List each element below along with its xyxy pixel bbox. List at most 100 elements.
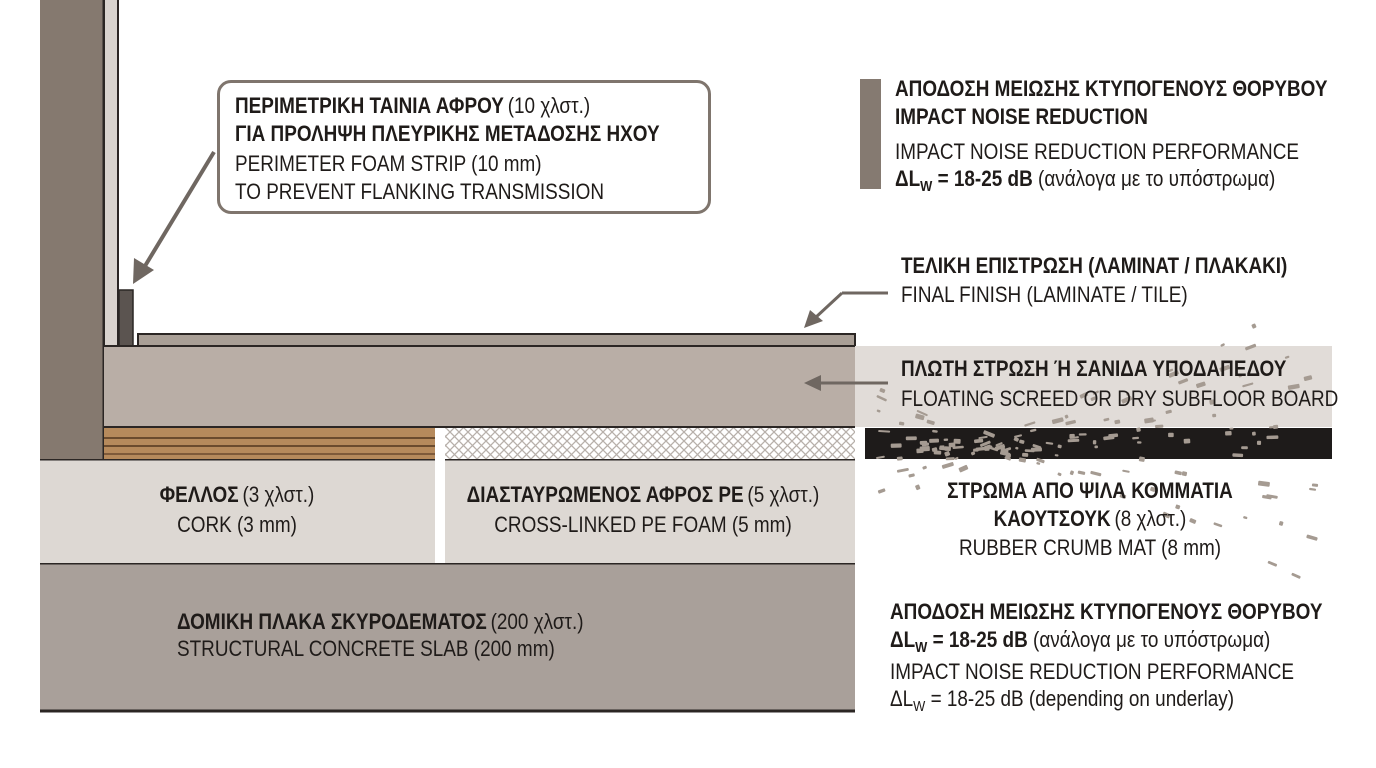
rubber-crumb-speck xyxy=(1144,417,1154,423)
rubber-crumb-speck xyxy=(1196,381,1206,388)
concrete-el-unit: (200 χλστ.) xyxy=(490,609,584,634)
rubber-crumb-speck xyxy=(1168,370,1179,378)
rubber-crumb-speck xyxy=(1004,456,1011,461)
rubber-crumb-speck xyxy=(971,451,976,455)
rubber-crumb-speck xyxy=(1126,392,1130,396)
performance-top-value-sub: W xyxy=(920,178,933,196)
rubber-crumb-speck xyxy=(876,456,885,460)
rubber-crumb-speck xyxy=(1015,447,1019,450)
concrete-slab xyxy=(40,563,855,711)
rubber-crumb-speck xyxy=(876,395,887,402)
rubber-crumb-speck xyxy=(1001,448,1006,453)
rubber-crumb-speck xyxy=(1162,511,1171,518)
rubber-crumb-speck xyxy=(946,457,955,460)
performance-bottom-en-value-sub: W xyxy=(913,698,926,716)
rubber-crumb-speck xyxy=(1189,518,1197,524)
rubber-crumb-speck xyxy=(1068,439,1080,443)
rubber-crumb-speck xyxy=(878,430,890,433)
rubber-crumb-speck xyxy=(1019,457,1027,462)
rubber-crumb-speck xyxy=(1175,504,1180,509)
rubber-crumb-speck xyxy=(1030,429,1037,433)
rubber-crumb-speck xyxy=(1212,414,1216,418)
rubber-crumb-speck xyxy=(1036,462,1040,465)
perimeter-foam-strip xyxy=(118,289,134,347)
rubber-crumb-speck xyxy=(1229,428,1233,430)
rubber-crumb-speck xyxy=(1022,453,1028,457)
rubber-crumb-speck xyxy=(1119,493,1126,499)
rubber-crumb-speck xyxy=(1262,495,1272,500)
rubber-crumb-speck xyxy=(1057,444,1062,448)
rubber-crumb-speck xyxy=(1241,446,1248,449)
rubber-crumb-speck xyxy=(899,422,905,426)
performance-bottom-en-desc: IMPACT NOISE REDUCTION PERFORMANCE xyxy=(890,659,1295,684)
final-finish-el: ΤΕΛΙΚΗ ΕΠΙΣΤΡΩΣΗ (ΛΑΜΙΝΑΤ / ΠΛΑΚΑΚΙ) xyxy=(901,253,1288,278)
rubber-crumb-speck xyxy=(1252,432,1256,436)
performance-bottom-value: = 18-25 dB xyxy=(932,627,1028,652)
rubber-crumb-speck xyxy=(952,446,963,449)
rubber-crumb-speck xyxy=(942,462,955,469)
callout-en-line2: TO PREVENT FLANKING TRANSMISSION xyxy=(235,179,605,204)
performance-top-value-line: ΔLW = 18-25 dB (ανάλογα με το υπόστρωμα) xyxy=(895,166,1275,196)
rubber-crumb-speck xyxy=(897,456,903,460)
rubber-crumb-speck xyxy=(897,468,909,473)
rubber-crumb-speck xyxy=(1232,453,1243,457)
cork-layer xyxy=(104,428,435,459)
performance-top-en-desc: IMPACT NOISE REDUCTION PERFORMANCE xyxy=(895,139,1300,164)
concrete-en: STRUCTURAL CONCRETE SLAB (200 mm) xyxy=(177,636,555,661)
rubber-crumb-speck xyxy=(1057,472,1062,476)
rubber-crumb-speck xyxy=(984,444,992,450)
rubber-crumb-layer xyxy=(865,323,1332,579)
cork-en: CORK (3 mm) xyxy=(177,512,297,537)
rubber-crumb-speck xyxy=(1092,390,1099,395)
rubber-crumb-speck xyxy=(944,446,951,451)
pe-el-label: ΔΙΑΣΤΑΥΡΩΜΕΝΟΣ ΑΦΡΟΣ PE (5 χλστ.) xyxy=(451,482,835,508)
rubber-crumb-speck xyxy=(1090,471,1101,477)
rubber-crumb-speck xyxy=(944,439,949,441)
rubber-crumb-speck xyxy=(995,442,1003,447)
rubber-crumb-speck xyxy=(932,447,938,452)
rubber-crumb-speck xyxy=(878,488,886,494)
rubber-crumb-speck xyxy=(921,442,927,445)
rubber-crumb-speck xyxy=(955,457,959,461)
rubber-crumb-speck xyxy=(1257,441,1261,445)
rubber-crumb-speck xyxy=(915,413,925,420)
rubber-en: RUBBER CRUMB MAT (8 mm) xyxy=(958,535,1222,560)
rubber-crumb-speck xyxy=(1184,439,1191,444)
callout-el-unit: (10 χλστ.) xyxy=(507,93,591,118)
rubber-crumb-speck xyxy=(1069,434,1074,439)
rubber-crumb-speck xyxy=(1094,445,1098,448)
rubber-crumb-speck xyxy=(915,484,921,490)
performance-bottom-en-value-prefix: ΔL xyxy=(890,686,914,711)
pe-label-band xyxy=(445,459,855,563)
rubber-crumb-speck xyxy=(1242,382,1254,387)
leader-arrows xyxy=(133,150,888,391)
concrete-el-label: ΔΟΜΙΚΗ ΠΛΑΚΑ ΣΚΥΡΟΔΕΜΑΤΟΣ (200 χλστ.) xyxy=(177,609,584,635)
performance-top-value: = 18-25 dB xyxy=(937,166,1033,191)
rubber-crumb-speck xyxy=(1213,522,1222,527)
rubber-crumb-speck xyxy=(1288,384,1300,390)
rubber-crumb-speck xyxy=(1168,433,1174,437)
rubber-crumb-speck xyxy=(1182,471,1188,476)
rubber-crumb-speck xyxy=(1014,434,1022,438)
pe-el-unit: (5 χλστ.) xyxy=(747,482,820,507)
rubber-crumb-speck xyxy=(908,473,915,477)
pe-foam-separator xyxy=(435,428,445,563)
rubber-crumb-speck xyxy=(1150,487,1156,493)
cork-el-label: ΦΕΛΛΟΣ (3 χλστ.) xyxy=(112,482,361,508)
rubber-crumb-speck xyxy=(1165,410,1172,415)
rubber-crumb-speck xyxy=(974,439,983,444)
performance-bottom-value-prefix: ΔL xyxy=(890,627,916,652)
rubber-crumb-speck xyxy=(932,430,938,433)
rubber-crumb-speck xyxy=(1036,458,1045,464)
rubber-crumb-speck xyxy=(1266,435,1278,439)
performance-bottom-value-sub: W xyxy=(915,639,928,657)
callout-greek-title: ΠΕΡΙΜΕΤΡΙΚΗ ΤΑΙΝΙΑ ΑΦΡΟΥ (10 χλστ.) xyxy=(235,93,590,119)
rubber-crumb-speck xyxy=(939,447,945,451)
wall xyxy=(40,0,104,459)
rubber-crumb-speck xyxy=(1079,433,1087,435)
rubber-crumb-speck xyxy=(980,440,991,447)
rubber-crumb-speck xyxy=(1312,483,1318,487)
floating-screed-layer xyxy=(104,346,855,427)
rubber-crumb-speck xyxy=(1285,355,1290,359)
rubber-crumb-speck xyxy=(879,388,885,394)
